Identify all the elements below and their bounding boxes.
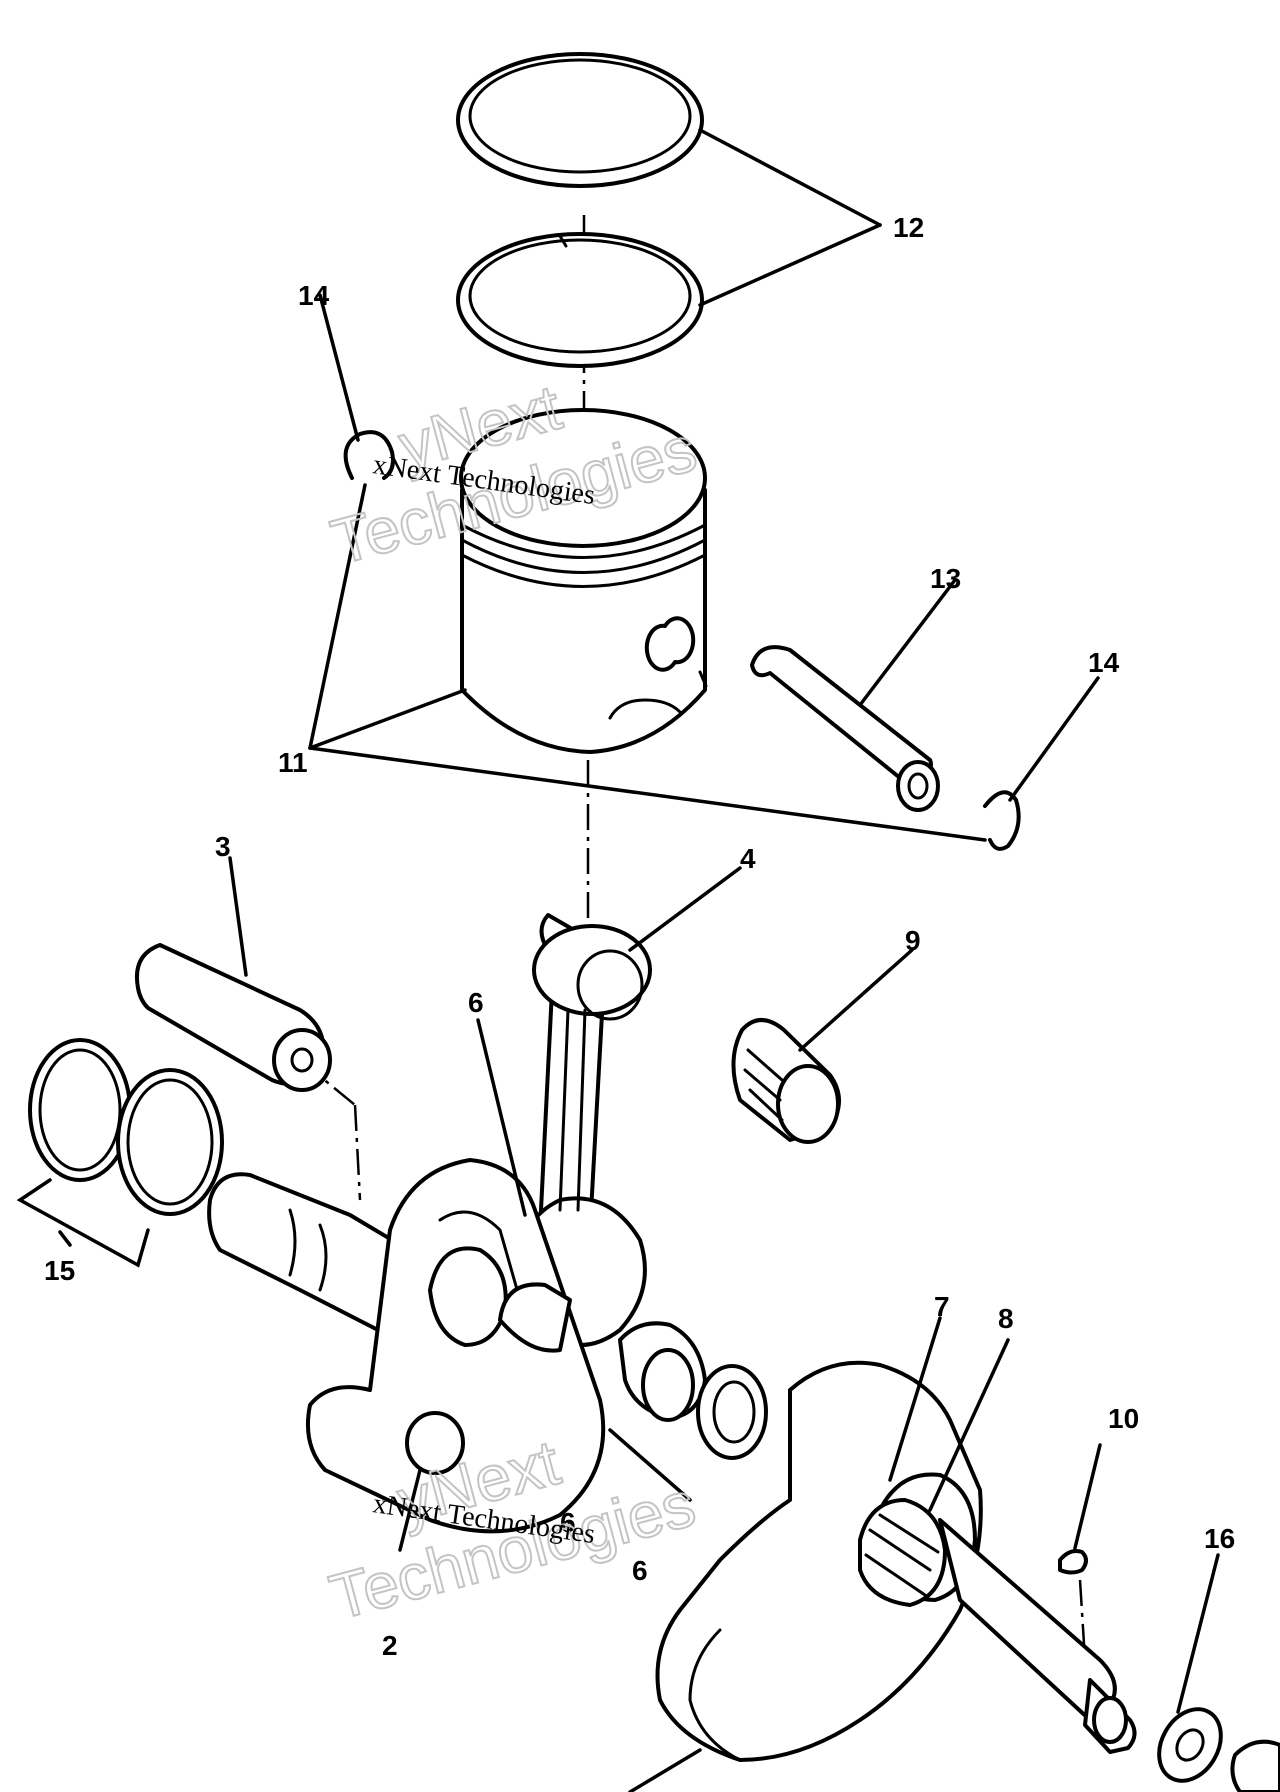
callout-3: 3 <box>215 831 231 862</box>
piston-pin <box>750 645 940 812</box>
circlip-right <box>983 790 1021 851</box>
callout-11: 11 <box>278 747 308 778</box>
piston-ring-lower <box>456 232 704 368</box>
washer <box>1157 1707 1280 1792</box>
callout-13: 13 <box>930 563 961 594</box>
crankshaft-left-half <box>207 1158 768 1534</box>
callout-8: 8 <box>998 1303 1014 1334</box>
callouts: 12 14 13 14 11 3 4 9 6 15 7 8 10 16 6 6 … <box>44 212 1235 1661</box>
piston <box>459 408 708 754</box>
callout-9: 9 <box>905 925 921 956</box>
piston-ring-upper <box>456 52 704 188</box>
callout-6-top: 6 <box>468 987 484 1018</box>
callout-6-bottom: 6 <box>632 1555 648 1586</box>
callout-14-right: 14 <box>1088 647 1120 678</box>
callout-14-left: 14 <box>298 280 330 311</box>
crank-pin <box>135 943 332 1092</box>
woodruff-key <box>1058 1549 1088 1575</box>
callout-6-middle: 6 <box>560 1507 576 1538</box>
needle-bearing <box>731 1018 841 1144</box>
crankshaft-right-half <box>655 1360 1137 1762</box>
thrust-washers <box>16 1038 224 1268</box>
leader-lines <box>58 128 1220 1792</box>
callout-2: 2 <box>382 1630 398 1661</box>
callout-7: 7 <box>934 1291 950 1322</box>
callout-15: 15 <box>44 1255 75 1286</box>
circlip-left <box>343 430 395 480</box>
callout-4: 4 <box>740 843 756 874</box>
callout-10: 10 <box>1108 1403 1139 1434</box>
callout-16: 16 <box>1204 1523 1235 1554</box>
callout-12: 12 <box>893 212 924 243</box>
